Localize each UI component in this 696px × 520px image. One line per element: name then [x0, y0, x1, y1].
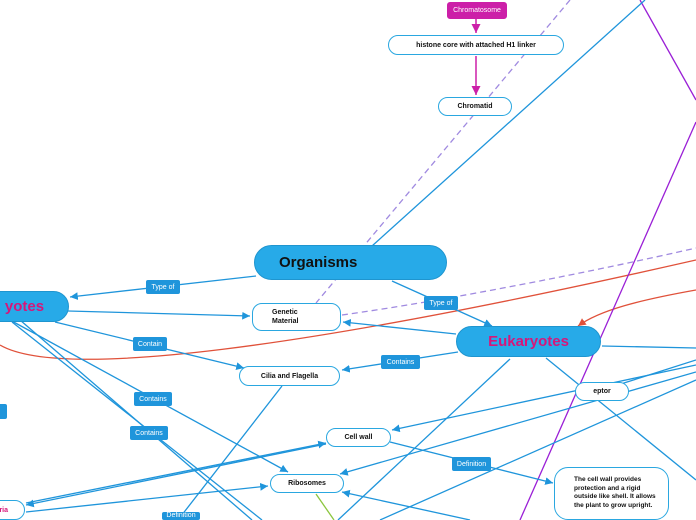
tag-contains-eukaryotes-label: Contains: [386, 358, 415, 366]
prokaryotes-node[interactable]: yotes: [0, 291, 69, 322]
histone-label: histone core with attached H1 linker: [416, 41, 536, 49]
bacteria-node[interactable]: ria: [0, 500, 25, 520]
connector-left-cellwall: [25, 440, 327, 504]
connector-purple: [639, 0, 696, 101]
connector-right-down: [379, 379, 696, 520]
tag-contains-b-label: Contains: [135, 429, 163, 437]
connector-red-curve: [0, 259, 696, 360]
ribosomes-label: Ribosomes: [288, 480, 326, 487]
tag-type-of-right[interactable]: Type of: [424, 296, 458, 310]
tag-type-of-right-label: Type of: [429, 299, 453, 307]
tag-type-of-left[interactable]: Type of: [146, 280, 180, 294]
prokaryotes-label: yotes: [4, 298, 45, 315]
organisms-label: Organisms: [279, 254, 358, 271]
connector-euk-far-right: [601, 345, 696, 349]
tag-definition-bottom[interactable]: Definition: [162, 512, 200, 520]
tag-contain-label: Contain: [137, 340, 163, 348]
bacteria-label: ria: [0, 506, 8, 514]
chromatid-node[interactable]: Chromatid: [438, 97, 512, 116]
cell-wall-definition-text: The cell wall provides protection and a …: [574, 476, 656, 509]
tag-contains-a[interactable]: Contains: [134, 392, 172, 406]
tag-definition-cell-wall-label: Definition: [456, 460, 487, 468]
histone-node[interactable]: histone core with attached H1 linker: [388, 35, 564, 55]
cell-wall-definition-node[interactable]: The cell wall provides protection and a …: [554, 467, 669, 520]
organisms-node[interactable]: Organisms: [254, 245, 447, 280]
connector-prok-genetic: [67, 310, 251, 320]
tag-contains-a-label: Contains: [139, 395, 167, 403]
cilia-flagella-node[interactable]: Cilia and Flagella: [239, 366, 340, 386]
connector-cilia-down: [177, 385, 283, 520]
connector-dashed-right: [341, 247, 696, 316]
left-edge-node[interactable]: [0, 404, 7, 419]
chromatid-label: Chromatid: [457, 103, 493, 110]
connector-right-ribosomes: [339, 371, 696, 476]
eukaryotes-label: Eukaryotes: [488, 333, 569, 350]
connector-euk-genetic: [342, 318, 457, 335]
ribosomes-node[interactable]: Ribosomes: [270, 474, 344, 493]
tag-definition-bottom-label: Definition: [166, 512, 196, 519]
eukaryotes-node[interactable]: Eukaryotes: [456, 326, 601, 357]
tag-contains-b[interactable]: Contains: [130, 426, 168, 440]
chromatosome-label: Chromatosome: [453, 7, 501, 14]
connector-euk-right: [545, 357, 696, 481]
tag-contains-eukaryotes[interactable]: Contains: [381, 355, 420, 369]
receptor-label: eptor: [593, 388, 611, 395]
tag-definition-cell-wall[interactable]: Definition: [452, 457, 491, 471]
receptor-node[interactable]: eptor: [575, 382, 629, 401]
genetic-material-node[interactable]: Genetic Material: [252, 303, 341, 331]
connector-left-ribosomes: [25, 482, 269, 513]
connector-cellwall-left: [25, 443, 327, 508]
connector-red-arrow: [577, 289, 696, 327]
connector-prok-down-2: [19, 319, 253, 520]
connector-bottom-ribosomes: [341, 489, 471, 520]
genetic-material-label: Genetic Material: [272, 309, 299, 325]
connector-organisms-top: [371, 0, 646, 247]
cilia-flagella-label: Cilia and Flagella: [260, 372, 319, 380]
tag-type-of-left-label: Type of: [151, 283, 175, 291]
chromatosome-node[interactable]: Chromatosome: [447, 2, 507, 19]
tag-contain[interactable]: Contain: [133, 337, 167, 351]
connector-euk-down: [337, 358, 511, 520]
connector-green: [315, 493, 335, 520]
cell-wall-node[interactable]: Cell wall: [326, 428, 391, 447]
cell-wall-label: Cell wall: [344, 434, 373, 441]
connector-purple-long: [519, 121, 696, 520]
